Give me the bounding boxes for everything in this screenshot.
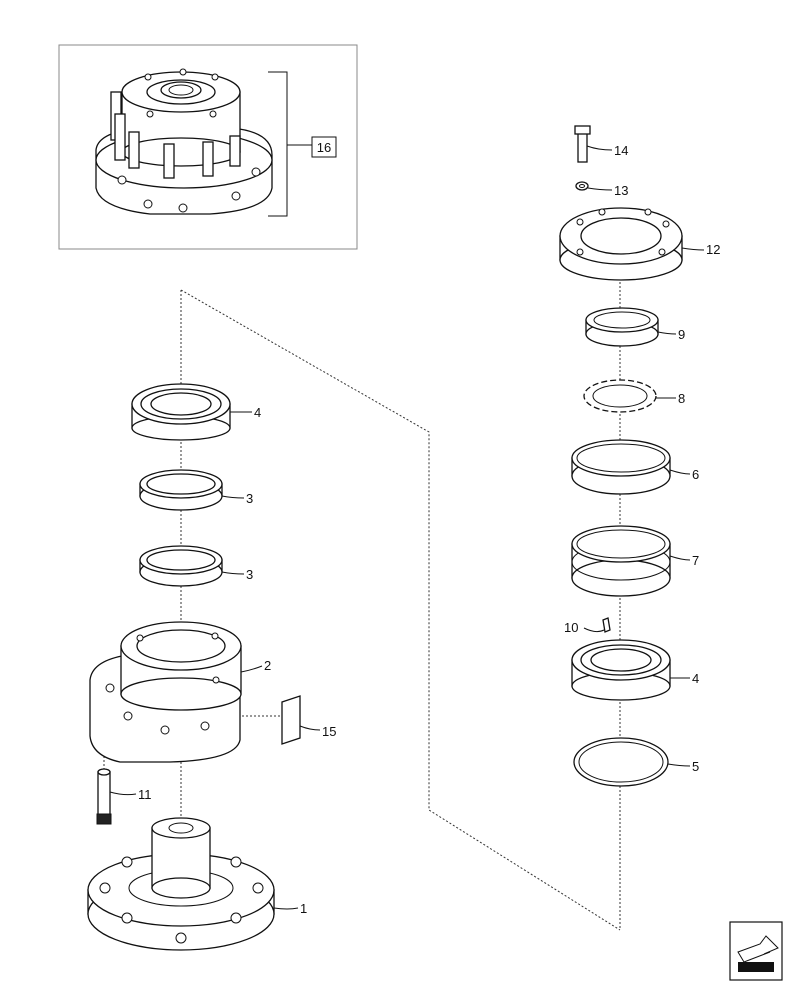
part-4-bearing-right: 4: [571, 639, 699, 701]
part-9-lock-nut: 9: [585, 307, 685, 347]
callout-11: 11: [138, 787, 152, 802]
part-8-tab-washer: 8: [583, 379, 685, 413]
callout-15: 15: [322, 724, 336, 739]
callout-9: 9: [678, 327, 685, 342]
callout-4-left: 4: [254, 405, 261, 420]
callout-4-right: 4: [692, 671, 699, 686]
part-13-washer: 13: [575, 181, 628, 198]
callout-10: 10: [564, 620, 578, 635]
callout-3-lower: 3: [246, 567, 253, 582]
part-4-bearing-left: 4: [131, 383, 261, 441]
part-14-bolt: 14: [574, 125, 628, 163]
callout-7: 7: [692, 553, 699, 568]
callout-16: 16: [317, 140, 331, 155]
callout-5: 5: [692, 759, 699, 774]
part-11-stud-bolt: 11: [96, 768, 152, 825]
part-7-double-ring: 7: [571, 525, 699, 597]
part-6-ring: 6: [571, 439, 699, 495]
callout-1: 1: [300, 901, 307, 916]
callout-8: 8: [678, 391, 685, 406]
assembly-inset: 16: [58, 44, 358, 250]
part-2-housing: 2: [89, 621, 271, 763]
page-navigation-arrow-icon[interactable]: [729, 921, 783, 981]
part-3-seal-upper: 3: [139, 469, 253, 511]
callout-13: 13: [614, 183, 628, 198]
part-1-flanged-shaft: 1: [87, 817, 307, 951]
callout-12: 12: [706, 242, 720, 257]
part-5-o-ring: 5: [573, 737, 699, 787]
part-3-seal-lower: 3: [139, 545, 253, 587]
part-10-pin: 10: [564, 617, 611, 635]
part-15-label-plate: 15: [281, 695, 336, 745]
callout-3-upper: 3: [246, 491, 253, 506]
callout-6: 6: [692, 467, 699, 482]
callout-14: 14: [614, 143, 628, 158]
callout-2: 2: [264, 658, 271, 673]
part-12-flange-ring: 12: [559, 207, 720, 281]
